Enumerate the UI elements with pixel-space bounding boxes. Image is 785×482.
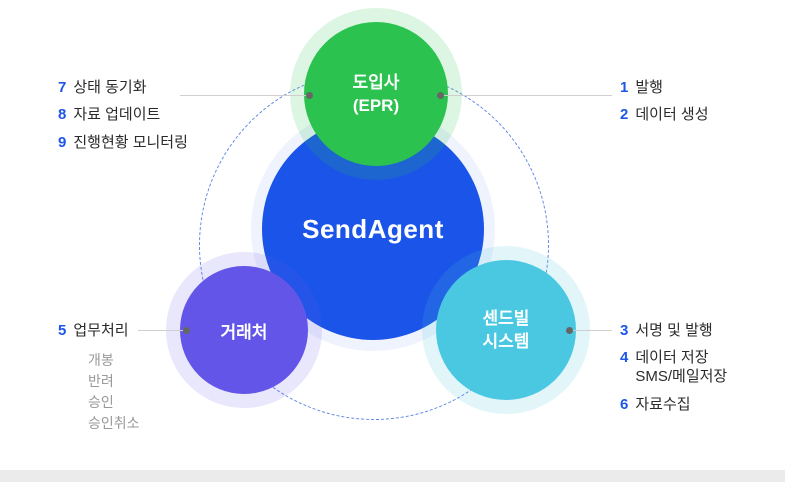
annotation-number: 6 <box>620 396 629 413</box>
annotation-text: 자료수집 <box>635 396 691 413</box>
annotation-text: 데이터 생성 <box>635 106 709 123</box>
annotation-data-create: 2 데이터 생성 <box>620 105 709 125</box>
sub-item-open: 개봉 <box>88 352 114 368</box>
node-erp-label: 도입사 (EPR) <box>352 73 400 115</box>
annotation-data-collect: 6 자료수집 <box>620 395 691 415</box>
node-partner-label: 거래처 <box>220 322 268 342</box>
annotation-text: 업무처리 <box>73 322 129 339</box>
annotation-number: 3 <box>620 322 629 339</box>
connector-dot-bottom-left <box>183 327 190 334</box>
annotation-text: 진행현황 모니터링 <box>73 134 188 151</box>
sub-item-approve: 승인 <box>88 394 114 410</box>
annotation-number: 4 <box>620 349 629 366</box>
connector-dot-top-right <box>437 92 444 99</box>
annotation-text: 발행 <box>635 79 663 96</box>
connector-line-top-left <box>180 95 310 96</box>
annotation-text: 상태 동기화 <box>73 79 147 96</box>
center-label: SendAgent <box>302 213 444 244</box>
annotation-data-save: 4 데이터 저장 SMS/메일저장 <box>620 348 727 386</box>
annotation-number: 8 <box>58 106 67 123</box>
footer-strip <box>0 470 785 482</box>
annotation-number: 9 <box>58 134 67 151</box>
annotation-number: 1 <box>620 79 629 96</box>
node-sendbill-label: 센드빌 시스템 <box>482 309 530 351</box>
annotation-text: 데이터 저장 SMS/메일저장 <box>635 349 728 385</box>
connector-dot-bottom-right <box>566 327 573 334</box>
annotation-sign-issue: 3 서명 및 발행 <box>620 321 713 341</box>
annotation-status-sync: 7 상태 동기화 <box>58 78 147 98</box>
annotation-issue: 1 발행 <box>620 78 663 98</box>
annotation-number: 5 <box>58 322 67 339</box>
node-partner-circle: 거래처 <box>180 266 308 394</box>
connector-dot-top-left <box>306 92 313 99</box>
annotation-data-update: 8 자료 업데이트 <box>58 105 160 125</box>
sub-item-reject: 반려 <box>88 373 114 389</box>
connector-line-bottom-left <box>138 330 186 331</box>
annotation-number: 7 <box>58 79 67 96</box>
annotation-progress-monitoring: 9 진행현황 모니터링 <box>58 133 188 153</box>
annotation-number: 2 <box>620 106 629 123</box>
node-sendbill-circle: 센드빌 시스템 <box>436 260 576 400</box>
annotation-task-processing: 5 업무처리 <box>58 321 129 341</box>
sub-item-cancel-approve: 승인취소 <box>88 415 140 431</box>
node-erp-circle: 도입사 (EPR) <box>304 22 448 166</box>
annotation-text: 서명 및 발행 <box>635 322 713 339</box>
connector-line-top-right <box>442 95 612 96</box>
connector-line-bottom-right <box>572 330 612 331</box>
annotation-text: 자료 업데이트 <box>73 106 161 123</box>
